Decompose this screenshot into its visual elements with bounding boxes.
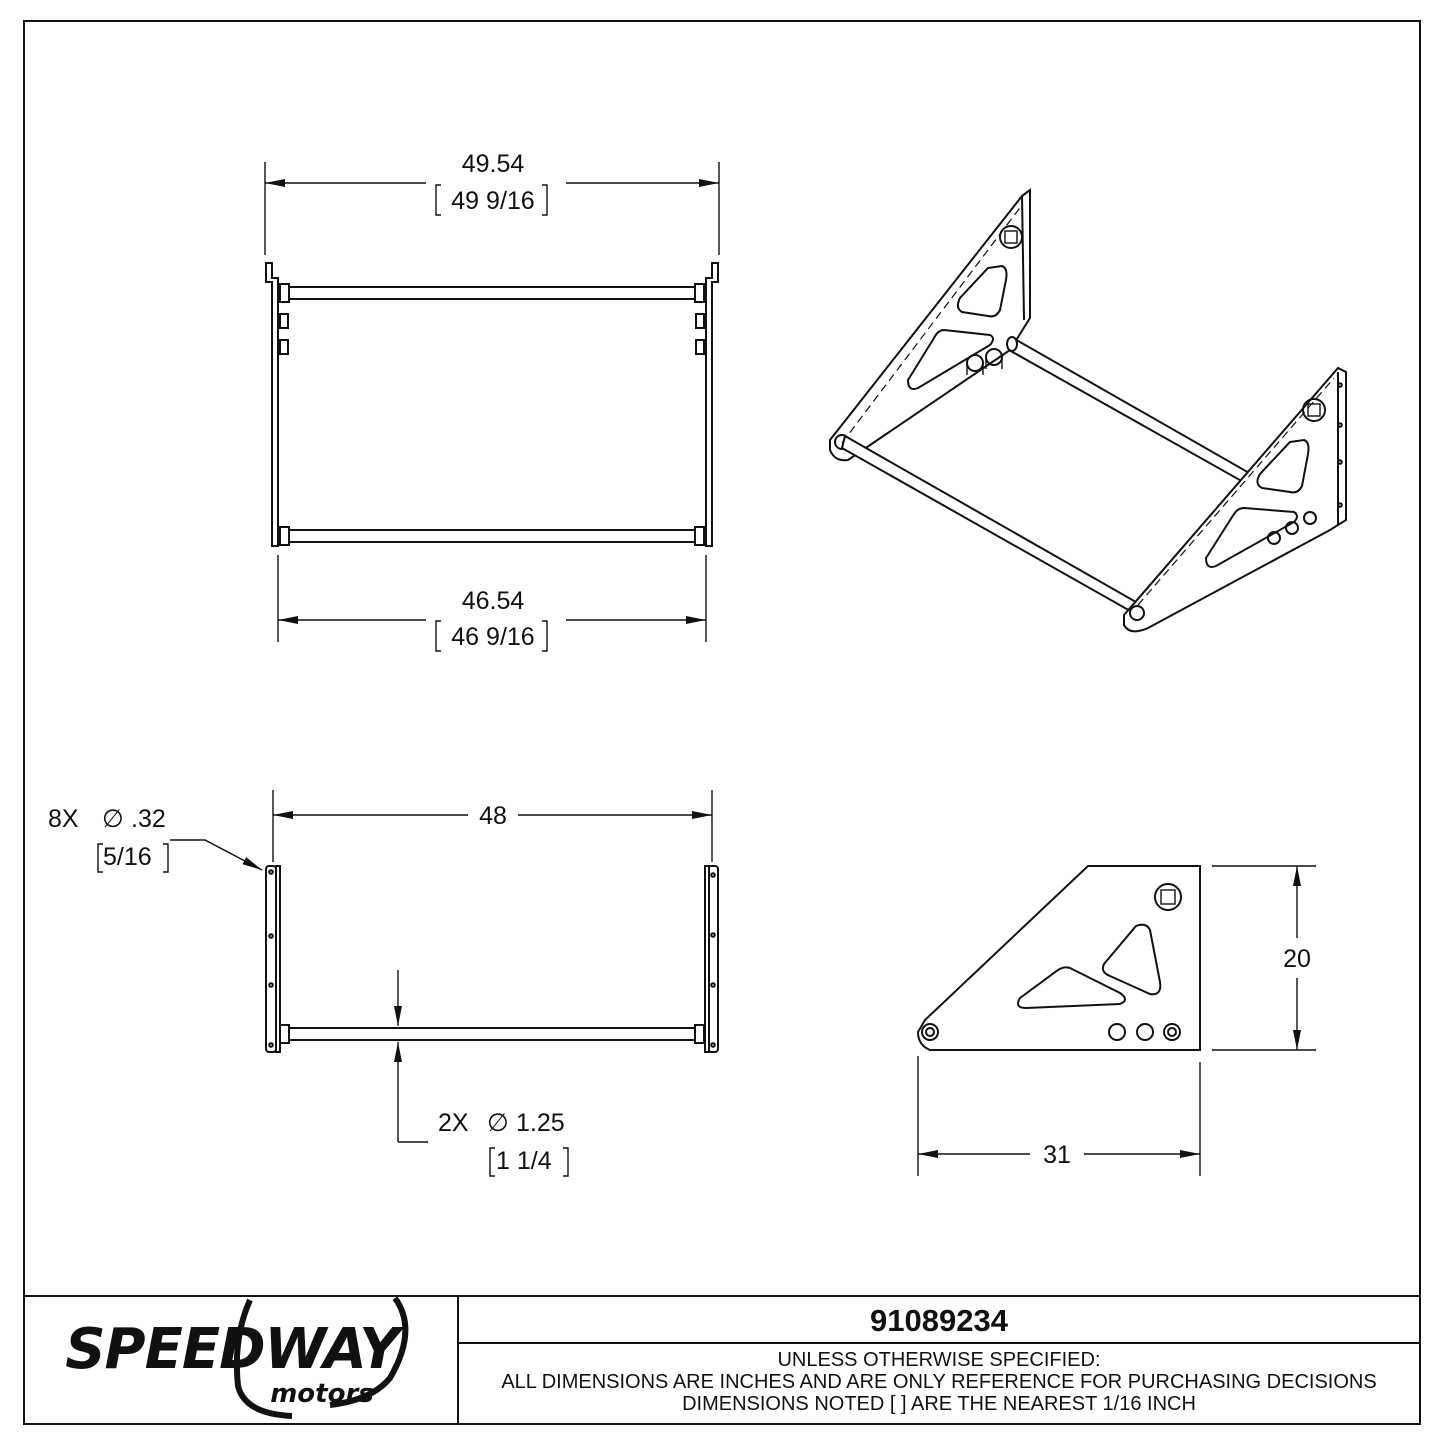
holes-callout: 8X <box>48 805 79 833</box>
note-line-3: DIMENSIONS NOTED [ ] ARE THE NEAREST 1/1… <box>682 1393 1196 1415</box>
title-block: 91089234 UNLESS OTHERWISE SPECIFIED: ALL… <box>24 1295 1420 1424</box>
dim-side-height: 20 <box>1283 945 1311 973</box>
diameter-symbol-tube: ∅ <box>487 1109 509 1137</box>
dim-side-length: 31 <box>1043 1141 1071 1169</box>
tube-frac: 1 1/4 <box>496 1147 552 1175</box>
speedway-motors-logo: SPEEDWAY motors <box>65 1296 409 1419</box>
logo-speedway: SPEEDWAY <box>65 1317 405 1382</box>
holes-dia: .32 <box>131 805 166 833</box>
sheet-border <box>23 20 1421 1425</box>
mounting-holes <box>268 869 716 1048</box>
diameter-symbol-holes: ∅ <box>102 805 124 833</box>
holes-frac: 5/16 <box>103 843 152 871</box>
side-view: 20 31 <box>916 865 1316 1176</box>
part-number: 91089234 <box>870 1303 1009 1338</box>
dim-top-overall: 49.54 <box>462 150 525 178</box>
dim-top-inner: 46.54 <box>462 587 525 615</box>
top-view: 49.54 49 9/16 46.54 46 9/16 <box>264 150 720 652</box>
tube-dia: 1.25 <box>516 1109 565 1137</box>
note-line-2: ALL DIMENSIONS ARE INCHES AND ARE ONLY R… <box>501 1371 1376 1393</box>
dim-top-overall-frac: 49 9/16 <box>451 187 534 215</box>
dim-front-width: 48 <box>479 802 507 830</box>
front-view: 48 8X ∅ .32 5/16 2X ∅ <box>48 790 719 1177</box>
dim-top-inner-frac: 46 9/16 <box>451 623 534 651</box>
isometric-view <box>829 188 1347 633</box>
note-line-1: UNLESS OTHERWISE SPECIFIED: <box>777 1349 1100 1371</box>
tube-callout: 2X <box>438 1109 469 1137</box>
logo-motors: motors <box>270 1379 374 1409</box>
